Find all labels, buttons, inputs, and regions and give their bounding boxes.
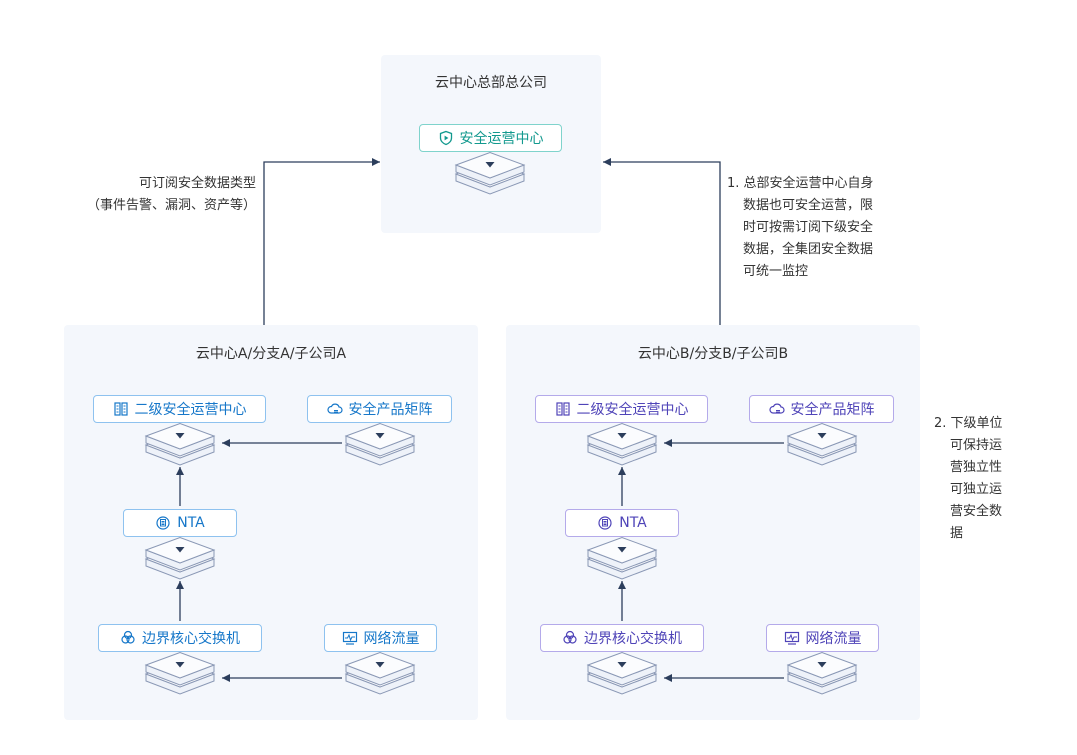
branch-a-soc-node[interactable]: 二级安全运营中心 [93, 395, 266, 423]
branch-a-soc-label: 二级安全运营中心 [134, 402, 247, 418]
branch-a-traffic-platform [344, 652, 416, 695]
nta-icon [598, 516, 612, 530]
branch-b-switch-label: 边界核心交换机 [584, 631, 682, 647]
branch-a-products-node[interactable]: 安全产品矩阵 [307, 395, 452, 423]
branch-a-nta-platform [144, 537, 216, 580]
branch-b-traffic-label: 网络流量 [805, 631, 862, 647]
branch-b-products-label: 安全产品矩阵 [790, 402, 875, 418]
branch-b-switch-platform [586, 652, 658, 695]
branch-b-soc-node[interactable]: 二级安全运营中心 [535, 395, 708, 423]
switch-icon [121, 630, 135, 644]
branch-a-switch-label: 边界核心交换机 [142, 631, 240, 647]
nta-icon [156, 516, 170, 530]
arrow-branch-b-to-hq [603, 158, 721, 325]
branch-b-soc-platform [586, 423, 658, 466]
note-subscribe: 可订阅安全数据类型 （事件告警、漏洞、资产等） [86, 176, 256, 213]
branch-b-products-platform [786, 423, 858, 466]
shield-play-icon [439, 130, 452, 146]
branch-a-products-platform [344, 423, 416, 466]
cloud-icon [768, 403, 785, 414]
branch-b-traffic-platform [786, 652, 858, 695]
branch-a-soc-platform [144, 423, 216, 466]
branch-b-soc-label: 二级安全运营中心 [576, 402, 689, 418]
building-icon [113, 402, 128, 416]
branch-a-traffic-label: 网络流量 [363, 631, 420, 647]
hq-soc-label: 安全运营中心 [459, 131, 544, 147]
hq-title: 云中心总部总公司 [435, 75, 547, 91]
arrow-branch-a-to-hq [263, 158, 380, 325]
switch-icon [563, 630, 577, 644]
note-hq-operation: 1. 总部安全运营中心自身 数据也可安全运营，限 时可按需订阅下级安全 数据，全… [727, 176, 874, 279]
branch-b-nta-node[interactable]: NTA [565, 509, 679, 537]
branch-b-traffic-node[interactable]: 网络流量 [766, 624, 879, 652]
note-independent-operation: 2. 下级单位 可保持运 营独立性 可独立运 营安全数 据 [934, 416, 1003, 541]
branch-a-nta-node[interactable]: NTA [123, 509, 237, 537]
branch-b-title: 云中心B/分支B/子公司B [637, 346, 789, 362]
hq-soc-platform [454, 152, 526, 195]
monitor-icon [784, 631, 799, 645]
branch-b-switch-node[interactable]: 边界核心交换机 [540, 624, 704, 652]
branch-b-nta-platform [586, 537, 658, 580]
branch-b-nta-label: NTA [619, 515, 647, 531]
cloud-icon [326, 403, 343, 414]
branch-a-traffic-node[interactable]: 网络流量 [324, 624, 437, 652]
building-icon [555, 402, 570, 416]
monitor-icon [342, 631, 357, 645]
branch-a-products-label: 安全产品矩阵 [348, 402, 433, 418]
hq-soc-node[interactable]: 安全运营中心 [419, 124, 562, 152]
branch-a-title: 云中心A/分支A/子公司A [195, 346, 347, 362]
branch-a-switch-platform [144, 652, 216, 695]
branch-a-switch-node[interactable]: 边界核心交换机 [98, 624, 262, 652]
branch-a-nta-label: NTA [177, 515, 205, 531]
branch-b-products-node[interactable]: 安全产品矩阵 [749, 395, 894, 423]
